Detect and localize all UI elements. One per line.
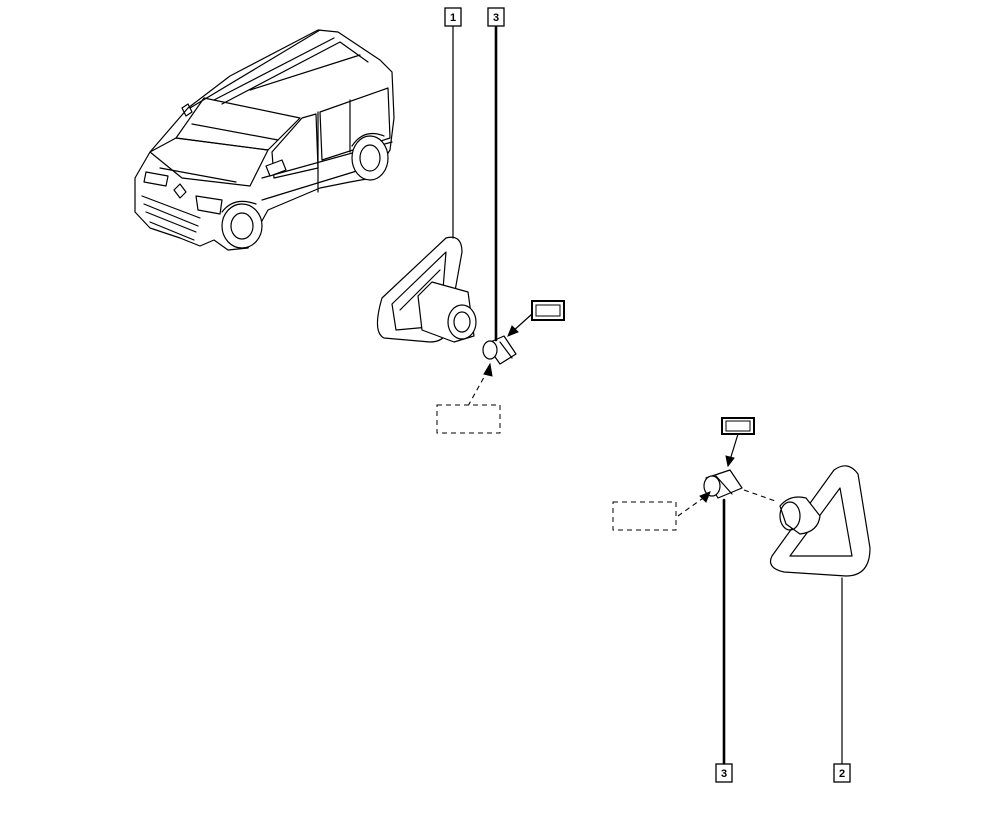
callout-2-bottom: 2 <box>833 763 851 783</box>
bulb-top <box>482 335 517 365</box>
leader-lines-bottom <box>677 433 779 517</box>
callout-label: 2 <box>839 768 845 780</box>
bulb-bottom <box>703 469 743 499</box>
reference-box-bottom <box>721 417 755 435</box>
side-indicator-lamp-top <box>376 236 477 343</box>
side-indicator-lamp-bottom <box>769 465 871 577</box>
leader-lines-top <box>467 313 533 407</box>
dashed-reference-box-top <box>436 404 501 434</box>
callout-label: 1 <box>450 12 456 24</box>
callout-label: 3 <box>493 12 499 24</box>
callout-1-top: 1 <box>444 7 462 27</box>
dashed-reference-box-bottom <box>612 501 677 531</box>
callout-label: 3 <box>721 768 727 780</box>
callout-3-bottom: 3 <box>715 763 733 783</box>
vehicle-illustration <box>134 29 395 251</box>
reference-box-top <box>531 300 565 321</box>
callout-3-top: 3 <box>487 7 505 27</box>
